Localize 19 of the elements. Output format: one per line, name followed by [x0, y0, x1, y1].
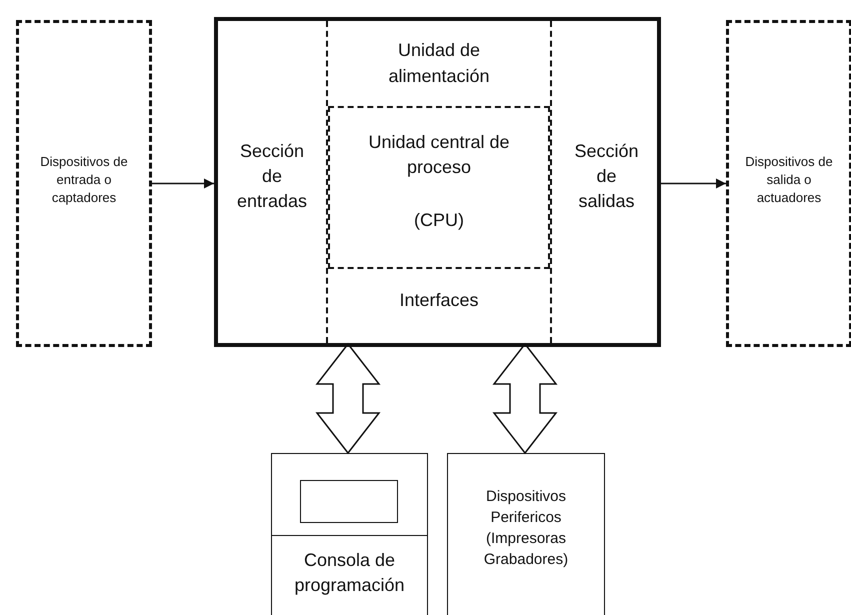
node-label: Dispositivos Perifericos (Impresoras Grabadores) — [482, 487, 570, 570]
console-screen — [300, 480, 398, 523]
plc-block — [214, 17, 661, 347]
node-label: (CPU) — [414, 209, 464, 232]
node-label: Dispositivos de salida o actuadores — [744, 153, 834, 208]
node-label: Sección de entradas — [236, 140, 308, 214]
node-label: Consola de programación — [293, 549, 406, 598]
node-label: Unidad central de proceso — [367, 131, 511, 180]
arrow — [152, 178, 214, 188]
console-box — [271, 453, 428, 615]
node-label: Sección de salidas — [574, 140, 639, 214]
node-label: Interfaces — [399, 289, 479, 312]
dashed-box — [328, 106, 550, 269]
dashed-box — [726, 20, 851, 347]
arrow — [661, 178, 726, 188]
device-box — [447, 453, 605, 615]
dashed-box — [16, 20, 152, 347]
node-label: Unidad de alimentación — [387, 39, 491, 88]
node-label: Dispositivos de entrada o captadores — [39, 153, 129, 208]
